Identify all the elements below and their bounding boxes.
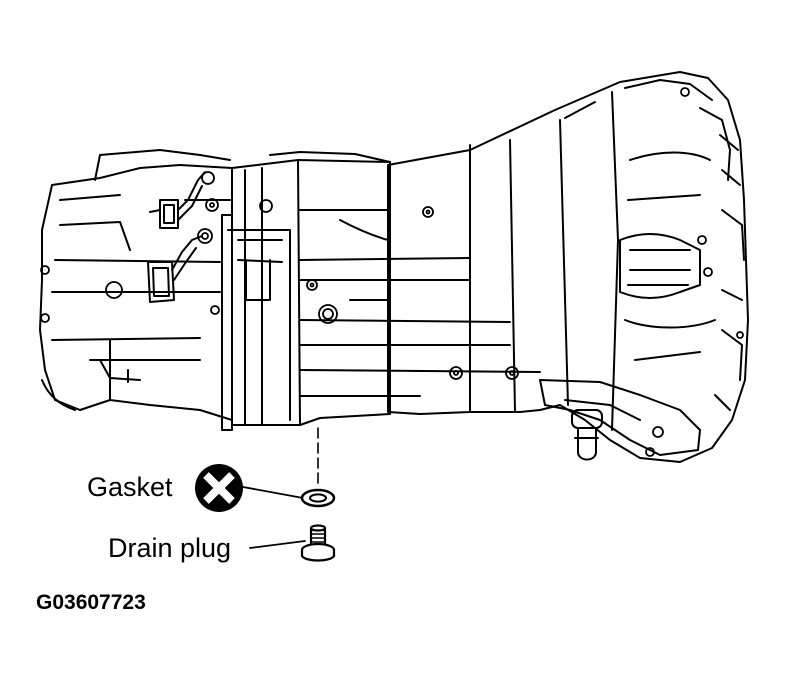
intermediate-case [231, 151, 541, 426]
figure-code: G03607723 [36, 591, 146, 614]
case-flange [221, 214, 291, 431]
drain-plug-part [300, 524, 336, 562]
speed-sensor-connector-lower [147, 235, 203, 303]
gasket-label: Gasket [87, 472, 173, 502]
drain-plug-label: Drain plug [108, 533, 232, 563]
gasket-leader [242, 486, 304, 499]
drain-plug-leader [249, 540, 306, 549]
bell-housing [387, 71, 749, 463]
rear-extension-housing [39, 149, 233, 421]
case-bolts [40, 87, 744, 457]
gasket-washer [300, 488, 336, 508]
bell-mount-boss [539, 379, 701, 461]
x-circle-icon [195, 464, 243, 512]
